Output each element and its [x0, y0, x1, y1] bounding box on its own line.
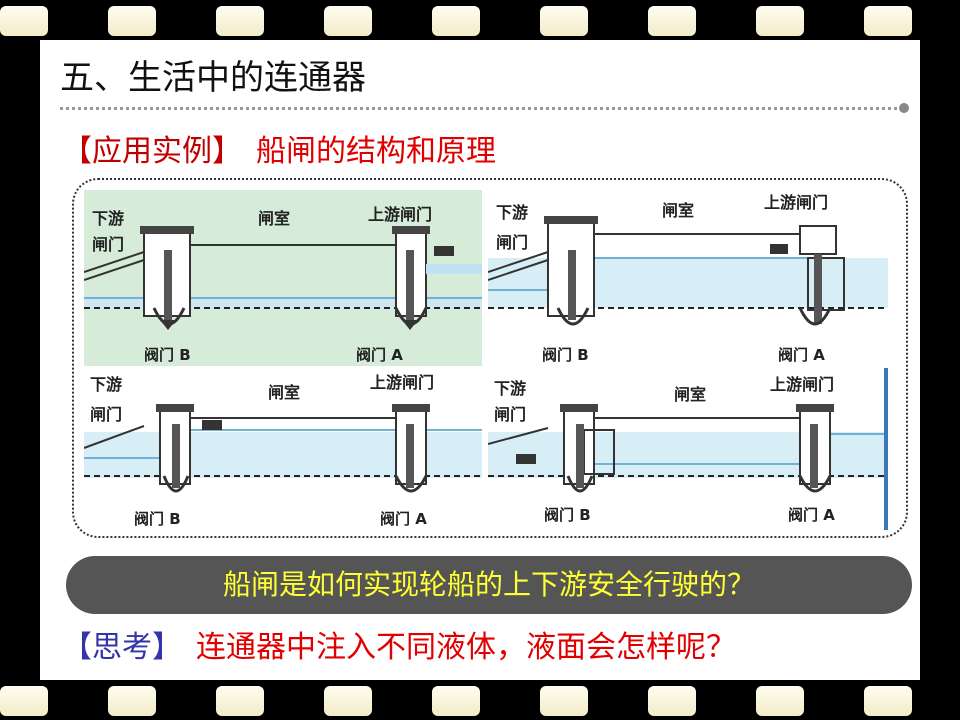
valve-b-label: 阀门 B [544, 506, 591, 524]
downstream-gate-label-2: 闸门 [494, 405, 526, 424]
diagram-frame [72, 178, 908, 538]
film-hole [540, 686, 588, 716]
film-hole [0, 6, 48, 36]
title-divider [60, 107, 903, 110]
valve-a-label: 阀门 A [778, 346, 825, 364]
application-row: 【应用实例】船闸的结构和原理 [62, 126, 496, 170]
lock-diagram-panel-2: 下游 闸门 闸室 上游闸门 阀门 B 阀门 A [488, 190, 888, 366]
upstream-gate-label: 上游闸门 [770, 375, 834, 394]
valve-a-label: 阀门 A [788, 506, 835, 524]
film-hole [864, 686, 912, 716]
valve-a-label: 阀门 A [380, 510, 427, 528]
film-hole [432, 6, 480, 36]
think-tag: 【思考】 [62, 630, 182, 665]
downstream-gate-label-2: 闸门 [92, 235, 124, 254]
film-hole [432, 686, 480, 716]
valve-b-label: 阀门 B [134, 510, 181, 528]
application-tag: 【应用实例】 [62, 134, 242, 169]
valve-b-label: 阀门 B [542, 346, 589, 364]
film-hole [216, 686, 264, 716]
downstream-gate-label-1: 下游 [92, 209, 124, 228]
downstream-gate-label-1: 下游 [90, 375, 122, 394]
lock-diagram-panel-4: 下游 闸门 闸室 上游闸门 阀门 B 阀门 A [488, 368, 888, 530]
application-text: 船闸的结构和原理 [256, 134, 496, 169]
lock-diagram-panel-3: 下游 闸门 闸室 上游闸门 阀门 B 阀门 A [84, 368, 482, 530]
film-strip-top [0, 0, 960, 40]
question-banner: 船闸是如何实现轮船的上下游安全行驶的？ [66, 556, 912, 614]
upstream-gate-label: 上游闸门 [370, 373, 434, 392]
chamber-label: 闸室 [258, 209, 290, 228]
film-hole [108, 6, 156, 36]
chamber-label: 闸室 [268, 383, 300, 402]
chamber-label: 闸室 [674, 385, 706, 404]
film-hole [756, 6, 804, 36]
film-hole [648, 6, 696, 36]
valve-b-label: 阀门 B [144, 346, 191, 364]
film-hole [0, 686, 48, 716]
downstream-gate-label-1: 下游 [494, 379, 526, 398]
film-hole [108, 686, 156, 716]
film-hole [756, 686, 804, 716]
film-hole [648, 686, 696, 716]
think-row: 【思考】连通器中注入不同液体，液面会怎样呢？ [62, 622, 736, 666]
film-strip-bottom [0, 680, 960, 720]
film-hole [324, 6, 372, 36]
film-hole [324, 686, 372, 716]
film-hole [540, 6, 588, 36]
film-hole [216, 6, 264, 36]
lock-diagram-panel-1: 下游 闸门 闸室 上游闸门 阀门 B 阀门 A [84, 190, 482, 366]
chamber-label: 闸室 [662, 201, 694, 220]
film-hole [864, 6, 912, 36]
upstream-gate-label: 上游闸门 [764, 193, 828, 212]
downstream-gate-label-1: 下游 [496, 203, 528, 222]
valve-a-label: 阀门 A [356, 346, 403, 364]
divider-end-dot [899, 103, 909, 113]
page-title: 五、生活中的连通器 [60, 58, 366, 98]
upstream-gate-label: 上游闸门 [368, 205, 432, 224]
downstream-gate-label-2: 闸门 [496, 233, 528, 252]
downstream-gate-label-2: 闸门 [90, 405, 122, 424]
think-text: 连通器中注入不同液体，液面会怎样呢？ [196, 630, 736, 665]
